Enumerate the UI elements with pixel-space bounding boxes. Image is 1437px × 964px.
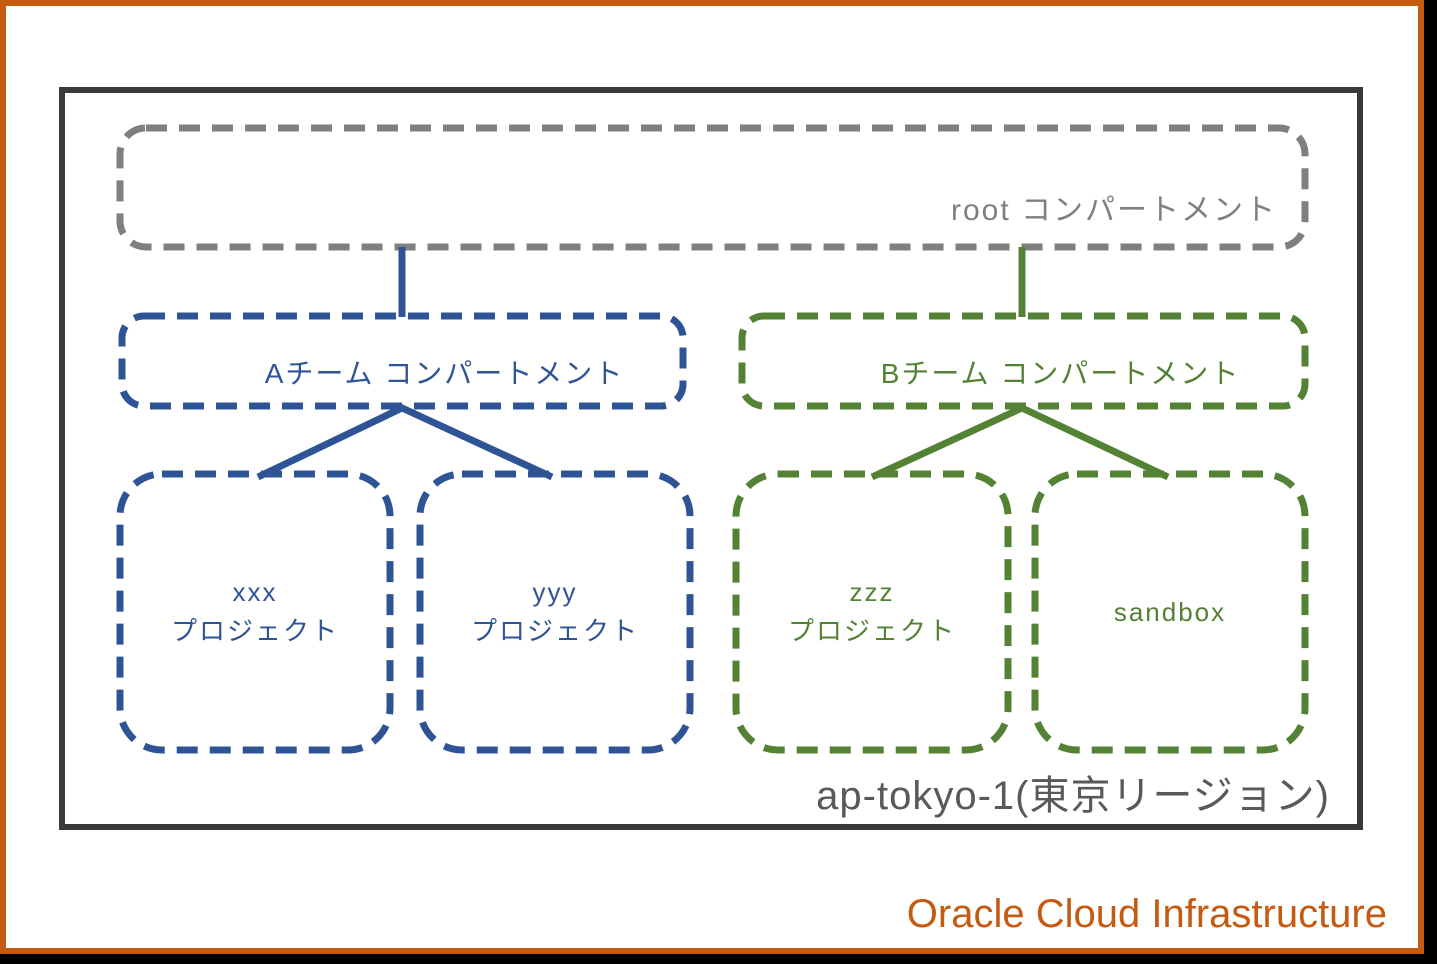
region-frame [59, 87, 1363, 830]
team-b-compartment-label: Bチーム コンパートメント [880, 358, 1241, 389]
project-yyy: yyy プロジェクト [420, 474, 690, 750]
project-zzz-label: zzz プロジェクト [787, 577, 956, 646]
sandbox-box [1031, 470, 1309, 754]
project-yyy-label: yyy プロジェクト [470, 577, 639, 646]
project-sandbox: sandbox [1035, 474, 1305, 750]
root-compartment-label: root コンパートメント [950, 194, 1277, 227]
brand-label: Oracle Cloud Infrastructure [906, 892, 1387, 936]
project-xxx-label: xxx プロジェクト [170, 577, 339, 646]
team-a-compartment-label: Aチーム コンパートメント [264, 358, 625, 389]
root-compartment-box [116, 124, 1309, 251]
project-xxx-box [116, 470, 394, 754]
region-label: ap-tokyo-1(東京リージョン) [816, 774, 1330, 818]
project-xxx: xxx プロジェクト [120, 474, 390, 750]
project-zzz: zzz プロジェクト [736, 474, 1008, 750]
connector-team-b-to-projects [870, 404, 1170, 481]
project-zzz-box [732, 470, 1012, 754]
project-yyy-box [416, 470, 694, 754]
sandbox-label: sandbox [1113, 596, 1227, 627]
connector-team-a-to-projects [256, 404, 554, 481]
team-a-compartment-box [118, 312, 687, 410]
